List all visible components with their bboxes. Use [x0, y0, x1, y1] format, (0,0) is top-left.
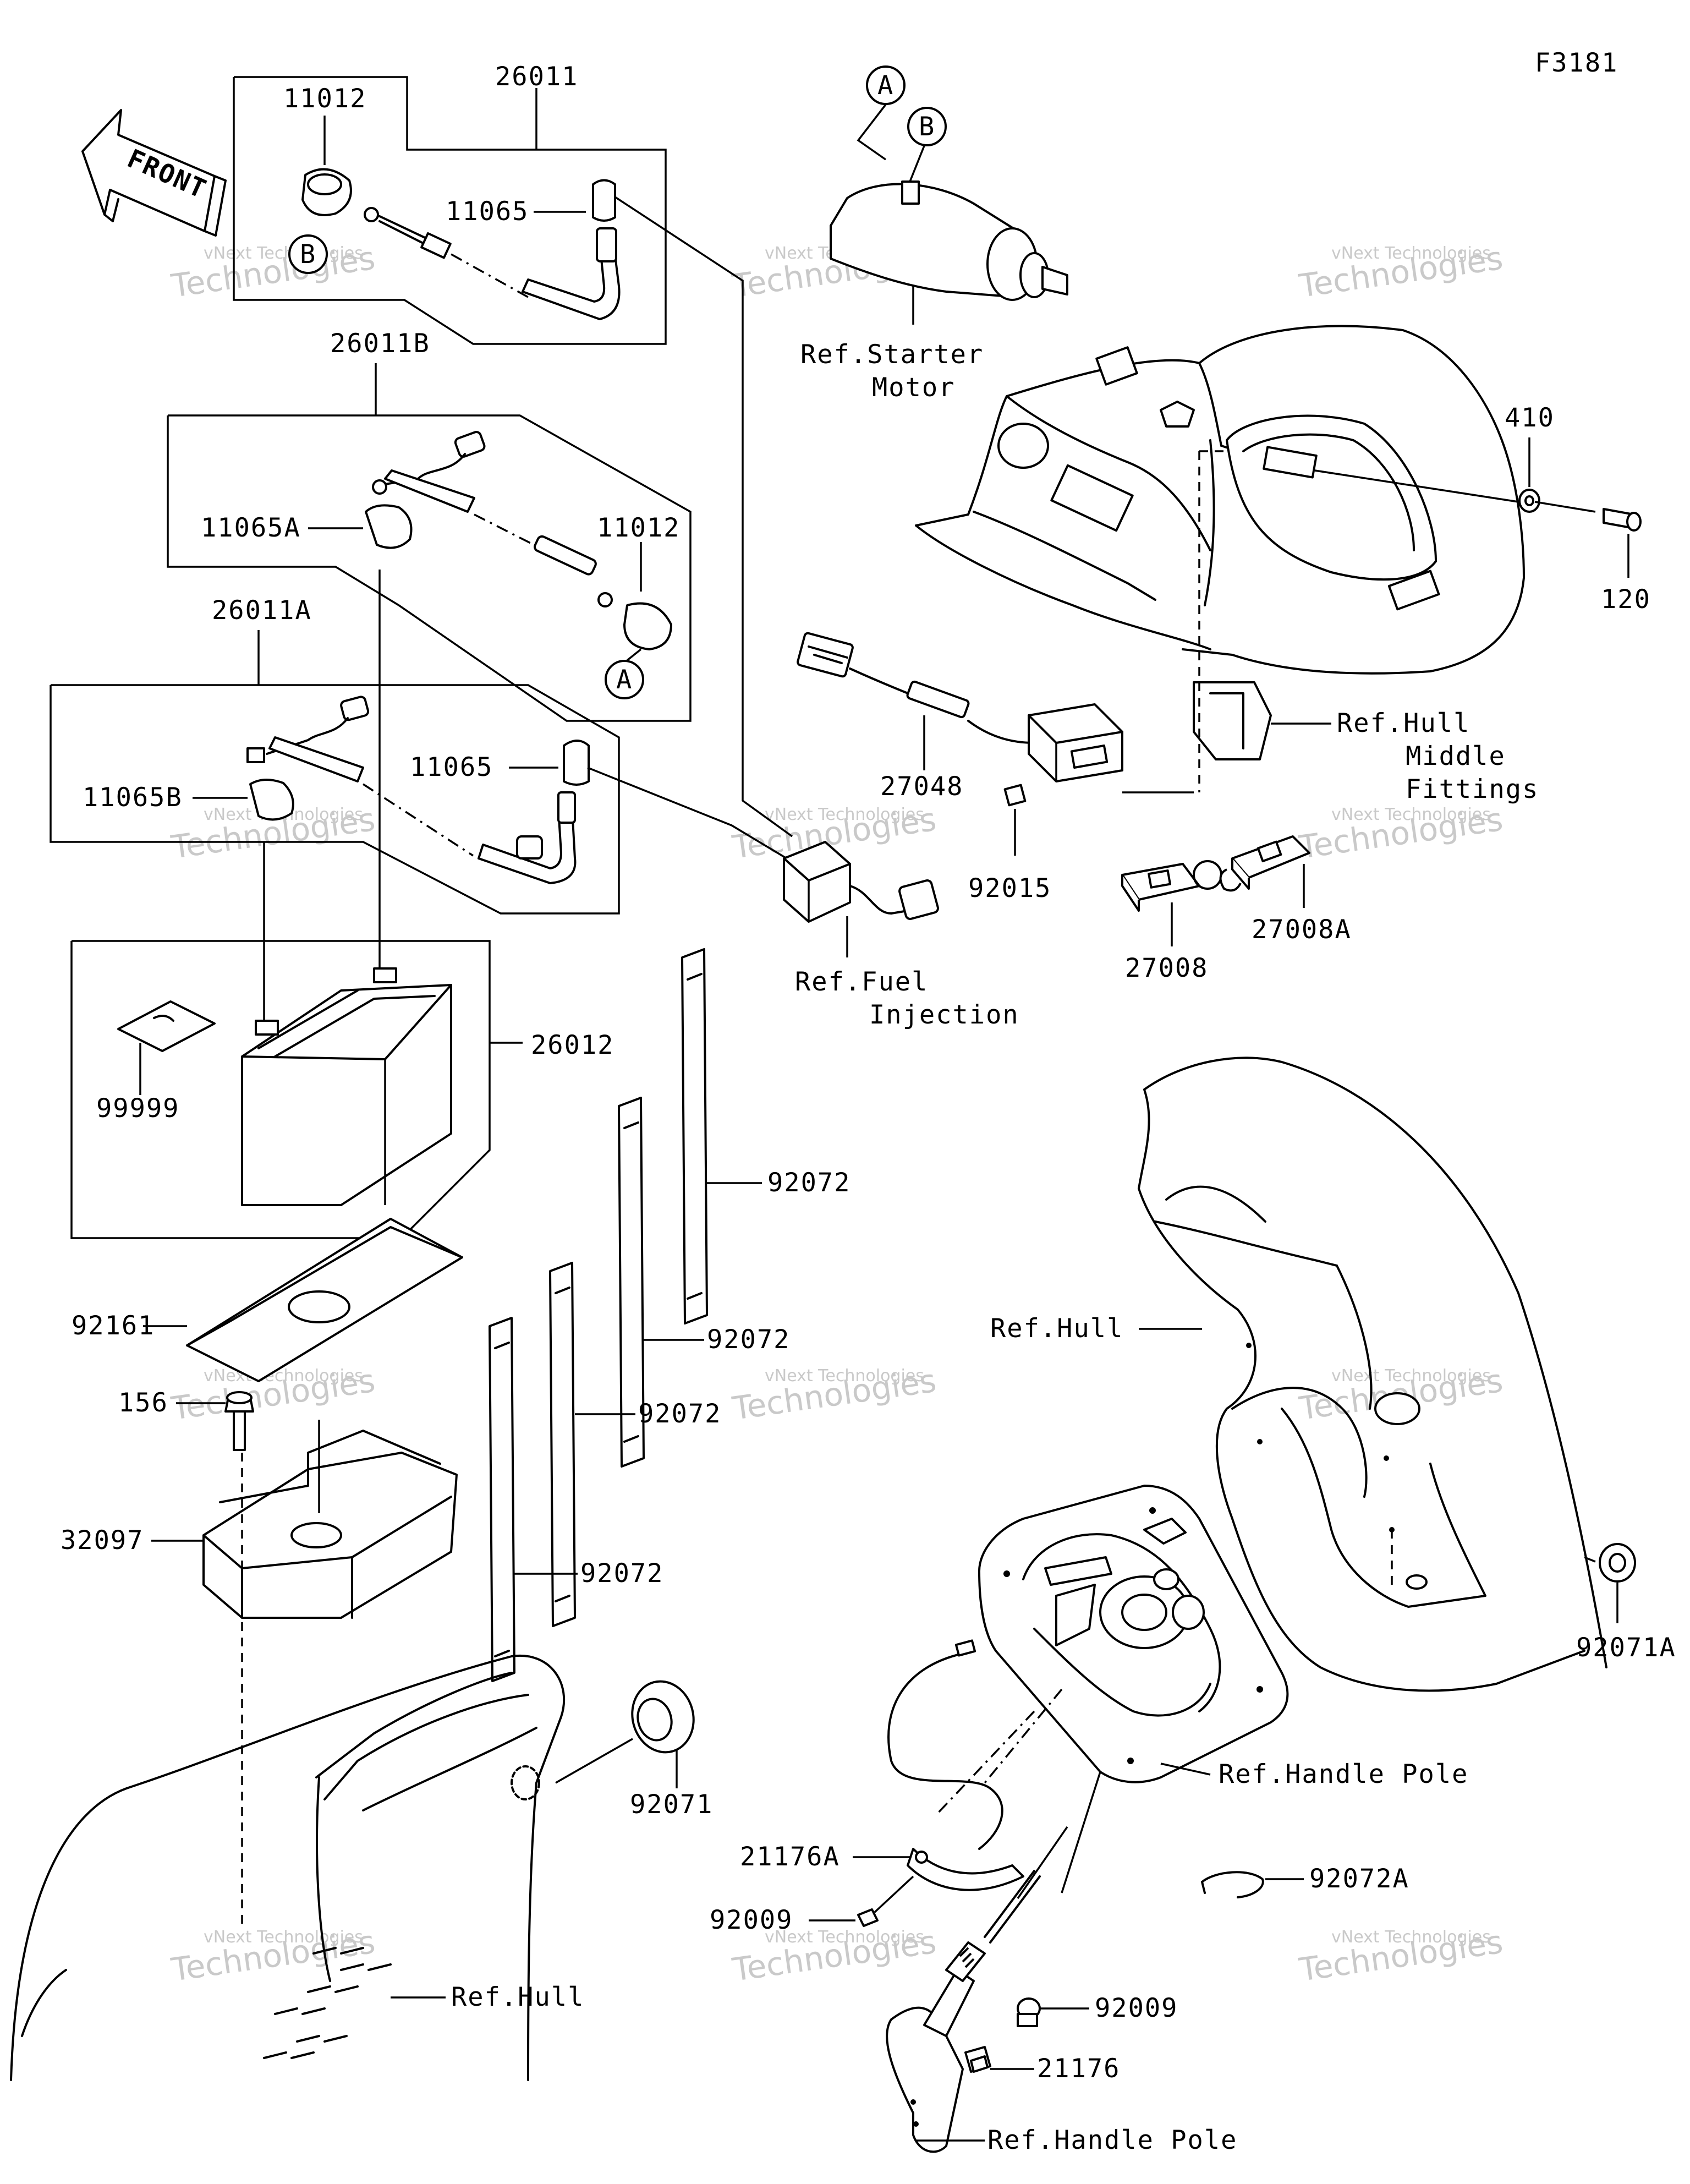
label-92015: 92015	[968, 873, 1051, 904]
watermark-line1: vNext Technologies	[204, 1928, 363, 1947]
watermark-line1: vNext Technologies	[1331, 805, 1491, 824]
watermark-line1: vNext Technologies	[1331, 244, 1491, 263]
watermark: vNext Technologies Technologies	[729, 1362, 938, 1427]
battery-cover-plate: 92161	[72, 1218, 463, 1382]
ref-starter-1: Ref.Starter	[800, 340, 984, 370]
ref-hull-bottom: Ref.Hull	[451, 1982, 584, 2012]
ref-fuel-1: Ref.Fuel	[795, 967, 928, 997]
label-27048: 27048	[880, 771, 963, 802]
watermark-line1: vNext Technologies	[765, 1366, 924, 1386]
label-11065b: 11065B	[83, 782, 183, 813]
label-11065a: 11065A	[201, 513, 301, 543]
key-27008a: 27008A	[1219, 835, 1352, 945]
label-92072-b: 92072	[707, 1324, 790, 1355]
figure-code: F3181	[1535, 48, 1618, 78]
callout-a-starter-text: A	[877, 70, 894, 101]
starter-motor: A B Ref.Starter Motor	[800, 65, 1068, 403]
ref-hull-middle-1: Ref.Hull	[1337, 708, 1470, 738]
label-92071a: 92071A	[1576, 1633, 1676, 1663]
label-92009-b: 92009	[1095, 1993, 1178, 2023]
screw-92009-left: 92009	[710, 1875, 914, 1935]
ref-hull-middle-3: Fittings	[1406, 774, 1539, 804]
watermark-line1: vNext Technologies	[765, 805, 924, 824]
fuel-injection-relay: Ref.Fuel Injection	[783, 841, 1019, 1030]
cable-group-26011b: 26011B 11012 11065A A	[167, 329, 692, 722]
label-27008a: 27008A	[1252, 915, 1352, 945]
handle-pole: Ref.Handle Pole	[886, 1870, 1237, 2155]
label-11012-mid: 11012	[597, 513, 680, 543]
cable-group-26011: 26011 11012 B 11065	[233, 62, 793, 838]
bracket-21176a: 21176A	[740, 1842, 1024, 1891]
label-21176a: 21176A	[740, 1842, 840, 1872]
cable-group-26011a: 26011A 11065 11065B	[50, 595, 787, 915]
label-26012: 26012	[531, 1030, 614, 1060]
battery-assembly: 26012 99999	[70, 940, 614, 1239]
callout-a-text: A	[616, 665, 633, 695]
watermark: vNext Technologies Technologies	[1296, 239, 1505, 305]
label-92072-d: 92072	[580, 1558, 663, 1589]
handle-pole-plate: Ref.Handle Pole	[978, 1485, 1468, 1789]
ref-starter-2: Motor	[872, 373, 955, 403]
grommet-92071: 92071	[555, 1680, 713, 1820]
label-92009-a: 92009	[710, 1905, 793, 1935]
label-99999: 99999	[96, 1093, 179, 1124]
ref-hull-right: Ref.Hull	[990, 1313, 1123, 1344]
watermark-line1: vNext Technologies	[1331, 1366, 1491, 1386]
harness-27048: 27048 92015	[797, 632, 1194, 904]
callout-b-text: B	[300, 239, 316, 270]
label-156: 156	[118, 1388, 168, 1418]
clip-21176: 21176	[964, 2046, 1120, 2084]
label-92072a: 92072A	[1309, 1864, 1409, 1894]
watermark-line1: vNext Technologies	[204, 1366, 363, 1386]
label-32097: 32097	[61, 1525, 144, 1556]
watermark-line1: vNext Technologies	[765, 1928, 924, 1947]
watermark: vNext Technologies Technologies	[168, 1923, 377, 1989]
label-11012-top: 11012	[283, 84, 366, 114]
label-27008: 27008	[1125, 953, 1208, 983]
key-27008: 27008	[1121, 860, 1222, 983]
label-21176: 21176	[1037, 2054, 1120, 2084]
front-arrow-icon: FRONT	[81, 109, 227, 237]
watermark-line1: vNext Technologies	[204, 244, 363, 263]
callout-b-starter-text: B	[919, 112, 935, 142]
label-11065-top: 11065	[446, 196, 529, 227]
watermark: vNext Technologies Technologies	[168, 239, 377, 305]
ref-handle-pole-1: Ref.Handle Pole	[1219, 1759, 1468, 1789]
label-92072-a: 92072	[767, 1168, 851, 1198]
watermark: vNext Technologies Technologies	[1296, 801, 1505, 866]
callout-b-circle	[288, 234, 328, 274]
label-92071: 92071	[630, 1789, 713, 1820]
bolt-156: 156	[118, 1388, 254, 1451]
label-92072-c: 92072	[638, 1399, 721, 1429]
label-92161: 92161	[72, 1311, 155, 1341]
ref-hull-middle-2: Middle	[1406, 741, 1506, 771]
hull-bottom-left: Ref.Hull	[10, 1654, 584, 2081]
label-11065-mid: 11065	[410, 752, 493, 782]
label-26011b: 26011B	[330, 329, 430, 359]
hull-right: Ref.Hull	[990, 1057, 1607, 1692]
watermark: vNext Technologies Technologies	[1296, 1923, 1505, 1989]
callout-b-starter-circle	[907, 107, 947, 146]
ref-handle-pole-2: Ref.Handle Pole	[987, 2125, 1237, 2155]
watermark-line1: vNext Technologies	[1331, 1928, 1491, 1947]
label-26011a: 26011A	[212, 595, 312, 626]
label-120: 120	[1601, 584, 1651, 615]
battery-straps: 92072 92072 92072 92072	[489, 948, 851, 1682]
washer-410-bolt-120: 410 120	[1314, 403, 1651, 615]
label-410: 410	[1505, 403, 1555, 433]
battery-tray: 32097	[61, 1430, 458, 1619]
battery-terminal-cap	[301, 168, 352, 216]
clip-92072a: 92072A	[1201, 1864, 1409, 1898]
hull-middle-fittings: Ref.Hull Middle Fittings	[915, 325, 1539, 804]
screw-92009-right: 92009	[1017, 1993, 1178, 2027]
grommet-92071a: 92071A	[1576, 1543, 1676, 1663]
callout-a-circle	[605, 660, 644, 699]
callout-a-starter-circle	[866, 65, 906, 105]
ref-fuel-2: Injection	[869, 1000, 1019, 1030]
label-26011: 26011	[495, 62, 578, 92]
